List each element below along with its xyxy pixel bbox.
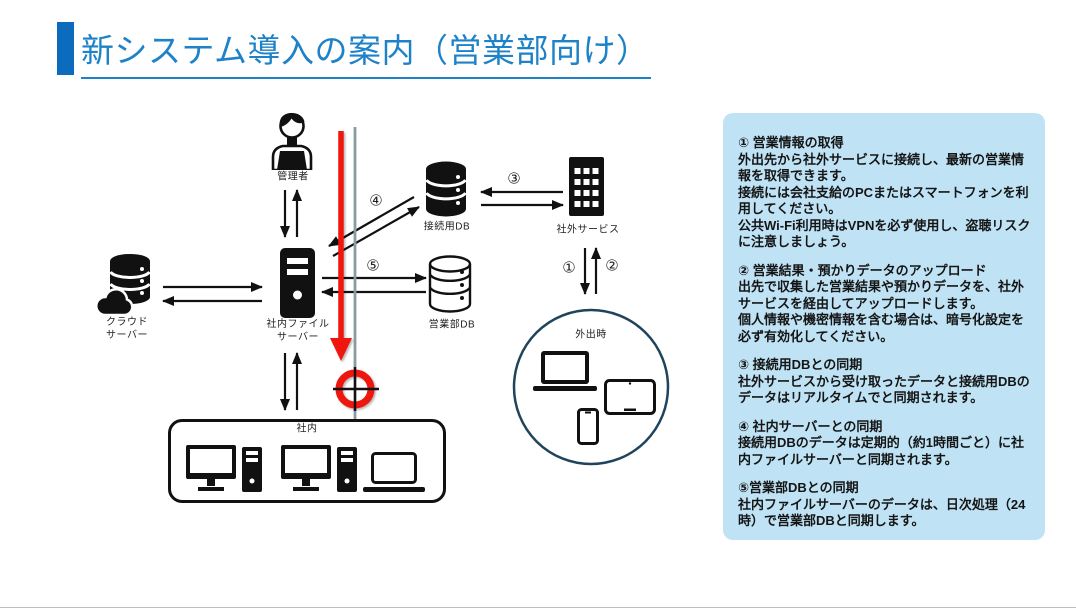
label-out-of-office: 外出時 (575, 329, 607, 341)
note-section-4: ④ 社内サーバーとの同期 接続用DBのデータは定期的（約1時間ごと）に社内ファイ… (738, 419, 1033, 469)
note-heading: ④ 社内サーバーとの同期 (738, 418, 883, 434)
note-heading: ① 営業情報の取得 (738, 135, 844, 150)
note-line: 接続には会社支給のPCまたはスマートフォンを利用してください。 (738, 184, 1029, 217)
laptop-icon (363, 452, 425, 492)
note-line: 公共Wi-Fi利用時はVPNを必ず使用し、盗聴リスクに注意しましょう。 (738, 217, 1031, 250)
arrow-connectiondb-externalservice (480, 187, 564, 210)
admin-person-icon (271, 112, 313, 170)
arrow-cloud-fileserver (162, 282, 263, 306)
note-section-1: ① 営業情報の取得 外出先から社外サービスに接続し、最新の営業情報を取得できます… (738, 135, 1033, 251)
label-admin: 管理者 (277, 171, 309, 183)
note-heading: ③ 接続用DBとの同期 (738, 357, 863, 372)
crosshair-mark (333, 367, 379, 411)
step-marker-2: ② (605, 257, 619, 275)
step-marker-4: ④ (369, 192, 383, 210)
step-marker-3: ③ (507, 170, 521, 188)
connection-db-icon (425, 161, 467, 217)
smartphone-icon (577, 408, 599, 445)
red-circle-annotation (333, 367, 379, 411)
label-internal: 社内 (296, 423, 318, 435)
laptop-icon (533, 351, 597, 391)
desktop-pc-icon (281, 445, 357, 492)
note-line: 社内ファイルサーバーのデータは、日次処理（24時）で営業部DBと同期します。 (738, 496, 1026, 529)
note-section-5: ⑤営業部DBとの同期 社内ファイルサーバーのデータは、日次処理（24時）で営業部… (738, 480, 1033, 530)
notes-panel: ① 営業情報の取得 外出先から社外サービスに接続し、最新の営業情報を取得できます… (723, 113, 1045, 540)
label-connection-db: 接続用DB (423, 221, 471, 233)
page-title: 新システム導入の案内（営業部向け） (81, 24, 651, 79)
arrow-externalservice-outofoffice (580, 247, 601, 295)
arrow-fileserver-internal (280, 352, 302, 411)
note-section-3: ③ 接続用DBとの同期 社外サービスから受け取ったデータと接続用DBのデータはリ… (738, 357, 1033, 407)
label-file-server: 社内ファイル サーバー (266, 319, 330, 343)
title-accent-bar (57, 22, 74, 75)
note-line: 社外サービスから受け取ったデータと接続用DBのデータはリアルタイムでと同期されま… (738, 373, 1030, 406)
arrow-admin-fileserver (280, 189, 302, 238)
note-heading: ② 営業結果・預かりデータのアップロード (738, 262, 987, 278)
note-line: 接続用DBのデータは定期的（約1時間ごと）に社内ファイルサーバーと同期されます。 (738, 435, 1025, 467)
desktop-pc-icon (186, 445, 262, 492)
file-server-icon (280, 248, 315, 318)
note-heading: ⑤営業部DBとの同期 (738, 480, 859, 495)
external-service-building-icon (569, 157, 604, 216)
note-line: 個人情報や機密情報を含む場合は、暗号化設定を必ず有効化してください。 (738, 312, 1025, 344)
red-highlight-arrow (330, 131, 352, 361)
label-sales-db: 営業部DB (428, 319, 476, 331)
note-line: 出先で収集した営業結果や預かりデータを、社外サービスを経由してアップロードします… (738, 279, 1025, 311)
step-marker-1: ① (562, 259, 576, 277)
arrow-fileserver-salesdb (321, 273, 427, 297)
sales-db-icon (428, 255, 472, 313)
tablet-icon (604, 379, 656, 415)
label-external-service: 社外サービス (556, 224, 620, 236)
label-cloud-server: クラウド サーバー (106, 317, 148, 341)
note-section-2: ② 営業結果・預かりデータのアップロード 出先で収集した営業結果や預かりデータを… (738, 263, 1033, 346)
cloud-server-icon (96, 254, 151, 317)
step-marker-5: ⑤ (366, 257, 380, 275)
note-line: 外出先から社外サービスに接続し、最新の営業情報を取得できます。 (738, 151, 1025, 184)
